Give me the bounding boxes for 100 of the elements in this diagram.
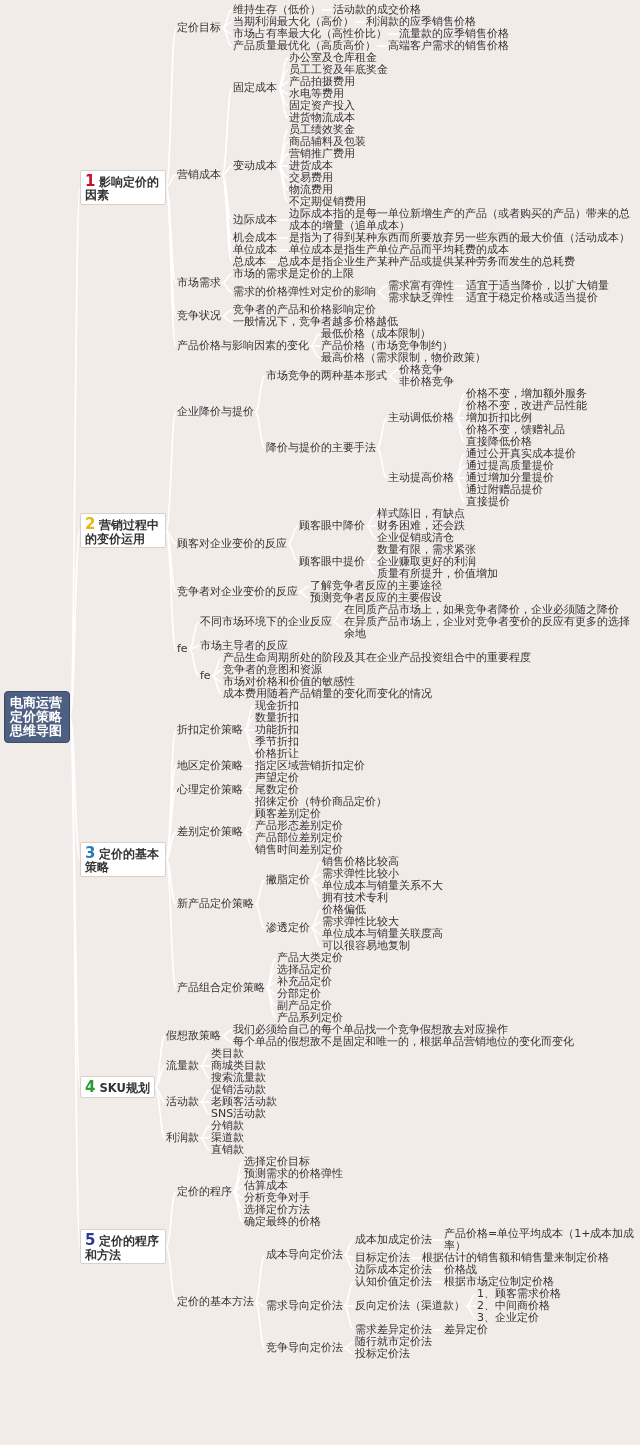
topic-text: 营销推广费用 <box>288 148 356 161</box>
connector-line <box>165 831 177 860</box>
topic-text: 预测需求的价格弹性 <box>243 1168 344 1181</box>
topic-text: 分销款 <box>210 1120 245 1133</box>
topic-text: 成本加成定价法 <box>354 1234 433 1247</box>
topic-text: 进货成本 <box>288 160 334 173</box>
topic-text: 撇脂定价 <box>265 874 311 887</box>
topic-text: 适宜于稳定价格或适当提价 <box>465 292 599 305</box>
topic-text: 假想敌策略 <box>165 1030 222 1043</box>
topic-text: 在同质产品市场上，如果竞争者降价，企业必须随之降价 <box>343 604 620 617</box>
topic-text: 市场对价格和价值的敏感性 <box>222 676 356 689</box>
topic-text: 价格偏低 <box>321 904 367 917</box>
topic-text: 折扣定价策略 <box>176 724 244 737</box>
topic-text: 竞争导向定价法 <box>265 1342 344 1355</box>
branch-box: 5 定价的程序和方法 <box>80 1229 166 1265</box>
topic-text: 需求导向定价法 <box>265 1300 344 1313</box>
topic-text: fe <box>199 670 212 683</box>
topic-text: 需求弹性比较大 <box>321 916 400 929</box>
topic-text: 分部定价 <box>276 988 322 1001</box>
topic-text: 顾客差别定价 <box>254 808 322 821</box>
topic-text: 功能折扣 <box>254 724 300 737</box>
connector-line <box>69 716 81 860</box>
topic-text: 员工工资及年底奖金 <box>288 64 389 77</box>
topic-text: 产品质量最优化（高质高价） <box>232 40 377 53</box>
topic-text: 季节折扣 <box>254 736 300 749</box>
topic-text: 认知价值定价法 <box>354 1276 433 1289</box>
topic-text: 变动成本 <box>232 160 278 173</box>
topic-text: 产品价格与影响因素的变化 <box>176 340 310 353</box>
topic-text: 非价格竞争 <box>398 376 455 389</box>
topic-text: 差异定价 <box>443 1324 489 1337</box>
topic-text: 主动调低价格 <box>387 412 455 425</box>
connector-line <box>165 1245 177 1303</box>
topic-text: 促销活动款 <box>210 1084 267 1097</box>
topic-text: 价格竞争 <box>398 364 444 377</box>
topic-text: 通过增加分量提价 <box>465 472 555 485</box>
topic-text: 流量款 <box>165 1060 200 1073</box>
connector-line <box>165 858 177 905</box>
topic-text: 渠道款 <box>210 1132 245 1145</box>
topic-text: 定价的程序 <box>176 1186 233 1199</box>
topic-text: 我们必须给自己的每个单品找一个竞争假想敌去对应操作 <box>232 1024 509 1037</box>
topic-text: 员工绩效奖金 <box>288 124 356 137</box>
connector-line <box>165 27 177 188</box>
topic-text: 单位成本与销量关联度高 <box>321 928 444 941</box>
topic-text: 市场竞争的两种基本形式 <box>265 370 388 383</box>
topic-text: 降价与提价的主要手法 <box>265 442 377 455</box>
topic-text: 老顾客活动款 <box>210 1096 278 1109</box>
topic-text: 需求的价格弹性对定价的影响 <box>232 286 377 299</box>
topic-text: 高端客户需求的销售价格 <box>387 40 510 53</box>
topic-text: 新产品定价策略 <box>176 898 255 911</box>
topic-text: 声望定价 <box>254 772 300 785</box>
topic-text: 需求缺乏弹性 <box>387 292 455 305</box>
topic-text: 直销款 <box>210 1144 245 1157</box>
topic-text: 质量有所提升，价值增加 <box>376 568 499 581</box>
topic-text: 单位成本 <box>232 244 278 257</box>
topic-text: 预测竞争者反应的主要假设 <box>309 592 443 605</box>
topic-text: 3、企业定价 <box>476 1312 540 1325</box>
topic-text: 适宜于适当降价，以扩大销量 <box>465 280 610 293</box>
topic-text: 市场的需求是定价的上限 <box>232 268 355 281</box>
topic-text: 尾数定价 <box>254 784 300 797</box>
topic-text: 办公室及仓库租金 <box>288 52 378 65</box>
connector-line <box>165 411 177 532</box>
topic-text: 企业赚取更好的利润 <box>376 556 477 569</box>
topic-text: 拥有技术专利 <box>321 892 389 905</box>
topic-text: 一般情况下，竞争者越多价格越低 <box>232 316 399 329</box>
topic-text: 产品拍摄费用 <box>288 76 356 89</box>
topic-text: 顾客眼中提价 <box>298 556 366 569</box>
connector-line <box>69 529 81 718</box>
topic-text: 价格不变，增加额外服务 <box>465 388 588 401</box>
topic-text: 确定最终的价格 <box>243 1216 322 1229</box>
topic-text: 了解竞争者反应的主要途径 <box>309 580 443 593</box>
topic-text: 总成本 <box>232 256 267 269</box>
topic-text: 产品部位差别定价 <box>254 832 344 845</box>
topic-text: 产品系列定价 <box>276 1012 344 1025</box>
topic-text: 成本费用随着产品销量的变化而变化的情况 <box>222 688 433 701</box>
topic-text: 产品生命周期所处的阶段及其在企业产品投资组合中的重要程度 <box>222 652 532 665</box>
topic-text: 是指为了得到某种东西而所要放弃另一些东西的最大价值（活动成本） <box>288 232 631 245</box>
topic-text: 搜索流量款 <box>210 1072 267 1085</box>
topic-text: 产品组合定价策略 <box>176 982 266 995</box>
branch-box: 1 影响定价的因素 <box>80 169 166 205</box>
topic-text: 反向定价法（渠道款） <box>354 1300 466 1313</box>
topic-text: 通过提高质量提价 <box>465 460 555 473</box>
topic-text: 边际成本定价法 <box>354 1264 433 1277</box>
topic-text: 商品辅料及包装 <box>288 136 367 149</box>
topic-text: 数量折扣 <box>254 712 300 725</box>
topic-text: 水电等费用 <box>288 88 345 101</box>
topic-text: 投标定价法 <box>354 1348 411 1361</box>
topic-text: 需求弹性比较小 <box>321 868 400 881</box>
topic-text: 需求富有弹性 <box>387 280 455 293</box>
topic-text: 2、中间商价格 <box>476 1300 551 1313</box>
topic-text: 估算成本 <box>243 1180 289 1193</box>
topic-text: 价格不变，改进产品性能 <box>465 400 588 413</box>
topic-text: 现金折扣 <box>254 700 300 713</box>
topic-text: 直接降低价格 <box>465 436 533 449</box>
topic-text: 渗透定价 <box>265 922 311 935</box>
topic-text: 定价目标 <box>176 22 222 35</box>
topic-text: 心理定价策略 <box>176 784 244 797</box>
topic-text: 企业促销或清仓 <box>376 532 455 545</box>
topic-text: 副产品定价 <box>276 1000 333 1013</box>
topic-text: 销售价格比较高 <box>321 856 400 869</box>
topic-text: 分析竞争对手 <box>243 1192 311 1205</box>
